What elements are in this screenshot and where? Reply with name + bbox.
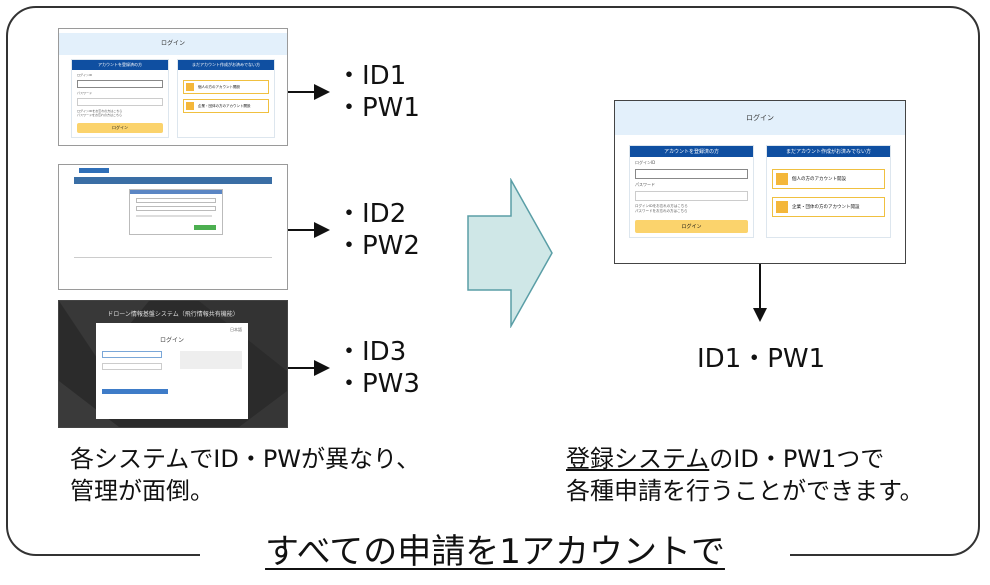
form-field-pw [136, 206, 216, 211]
form-submit-button [194, 225, 216, 230]
screenshot-login-system-3: ドローン情報基盤システム（飛行情報共有機能） 日本語 ログイン [58, 300, 288, 428]
password-field [77, 98, 163, 106]
corporate-account-button: 企業・団体の方のアカウント開設 [183, 99, 269, 113]
small-arrows [288, 84, 330, 376]
login-header: ログイン [59, 33, 287, 55]
big-right-arrow [467, 178, 553, 328]
right-caption-line2: 各種申請を行うことができます。 [566, 477, 924, 505]
person-icon [186, 83, 194, 91]
right-caption: 登録システムのID・PW1つで 各種申請を行うことができます。 [566, 443, 924, 507]
big-login-id-field [635, 169, 748, 179]
login-id-label: ログインID [77, 73, 93, 77]
big-help-link-id: ログインIDをお忘れの方はこちら [635, 204, 688, 208]
registered-heading: アカウントを登録済の方 [72, 60, 168, 70]
big-person-icon [776, 173, 788, 185]
login-button: ログイン [77, 123, 163, 133]
help-link-id: ログインIDをお忘れの方はこちら [77, 109, 123, 113]
big-personal-account-label: 個人の方のアカウント開設 [792, 177, 846, 182]
dark-login-button [102, 389, 168, 394]
panel-title: ログイン [159, 337, 184, 344]
id1-pw1-labels: ・ID1 ・PW1 [336, 60, 420, 124]
login-panel: 日本語 ログイン [96, 323, 248, 419]
bottom-title: すべての申請を1アカウントで [200, 524, 790, 580]
password-label: パスワード [77, 91, 93, 95]
login-form-box [129, 189, 223, 235]
screenshot-login-system-2 [58, 164, 288, 290]
down-arrow [753, 264, 767, 322]
big-password-field [635, 191, 748, 201]
registered-panel: アカウントを登録済の方 ログインID パスワード ログインIDをお忘れの方はこち… [71, 59, 169, 138]
right-caption-underlined: 登録システム [566, 445, 710, 473]
system-title: ドローン情報基盤システム（飛行情報共有機能） [107, 311, 239, 318]
big-login-id-label: ログインID [635, 160, 656, 165]
big-personal-account-button: 個人の方のアカウント開設 [772, 169, 885, 189]
id2-pw2-labels: ・ID2 ・PW2 [336, 198, 420, 262]
personal-account-label: 個人の方のアカウント開設 [198, 84, 240, 89]
big-building-icon [776, 201, 788, 213]
big-corporate-account-button: 企業・団体の方のアカウント開設 [772, 197, 885, 217]
big-password-label: パスワード [635, 182, 655, 187]
left-caption-line1: 各システムでID・PWが異なり、 [70, 445, 421, 473]
right-caption-rest: のID・PW1つで [709, 445, 885, 473]
form-field-id [136, 198, 216, 203]
site-logo [79, 168, 109, 173]
big-unregistered-panel: まだアカウント作成がお済みでない方 個人の方のアカウント開設 企業・団体の方のア… [766, 145, 891, 238]
building-icon [186, 102, 194, 110]
id2-label: ・ID2 [336, 199, 407, 229]
personal-account-button: 個人の方のアカウント開設 [183, 80, 269, 94]
id1-label: ・ID1 [336, 61, 407, 91]
screenshot-unified-login: ログイン アカウントを登録済の方 ログインID パスワード ログインIDをお忘れ… [614, 100, 906, 264]
unregistered-panel: まだアカウント作成がお済みでない方 個人の方のアカウント開設 企業・団体の方のア… [177, 59, 275, 138]
big-registered-panel: アカウントを登録済の方 ログインID パスワード ログインIDをお忘れの方はこち… [629, 145, 754, 238]
pw3-label: ・PW3 [336, 369, 420, 399]
language-select: 日本語 [230, 327, 242, 332]
form-header [130, 190, 222, 194]
pw1-label: ・PW1 [336, 93, 420, 123]
big-corporate-account-label: 企業・団体の方のアカウント開設 [792, 205, 860, 210]
left-caption: 各システムでID・PWが異なり、 管理が面倒。 [70, 443, 420, 507]
form-note [136, 215, 212, 217]
left-caption-line2: 管理が面倒。 [70, 477, 214, 505]
id3-pw3-labels: ・ID3 ・PW3 [336, 336, 420, 400]
dark-id-field [102, 351, 162, 358]
dark-notice-box [180, 351, 242, 369]
nav-bar [74, 177, 272, 184]
screenshot-login-system-1: ログイン アカウントを登録済の方 ログインID パスワード ログインIDをお忘れ… [58, 28, 288, 146]
result-id-pw: ID1・PW1 [697, 344, 826, 374]
login-id-field [77, 80, 163, 88]
big-registered-heading: アカウントを登録済の方 [630, 146, 753, 157]
pw2-label: ・PW2 [336, 231, 420, 261]
big-unregistered-heading: まだアカウント作成がお済みでない方 [767, 146, 890, 157]
big-help-link-pw: パスワードをお忘れの方はこちら [635, 209, 688, 213]
big-login-button: ログイン [635, 220, 748, 233]
dark-pw-field [102, 363, 162, 370]
unregistered-heading: まだアカウント作成がお済みでない方 [178, 60, 274, 70]
corporate-account-label: 企業・団体の方のアカウント開設 [198, 103, 251, 108]
id3-label: ・ID3 [336, 337, 407, 367]
big-login-header: ログイン [615, 101, 905, 135]
help-link-pw: パスワードをお忘れの方はこちら [77, 113, 123, 117]
footer-divider [74, 257, 272, 258]
